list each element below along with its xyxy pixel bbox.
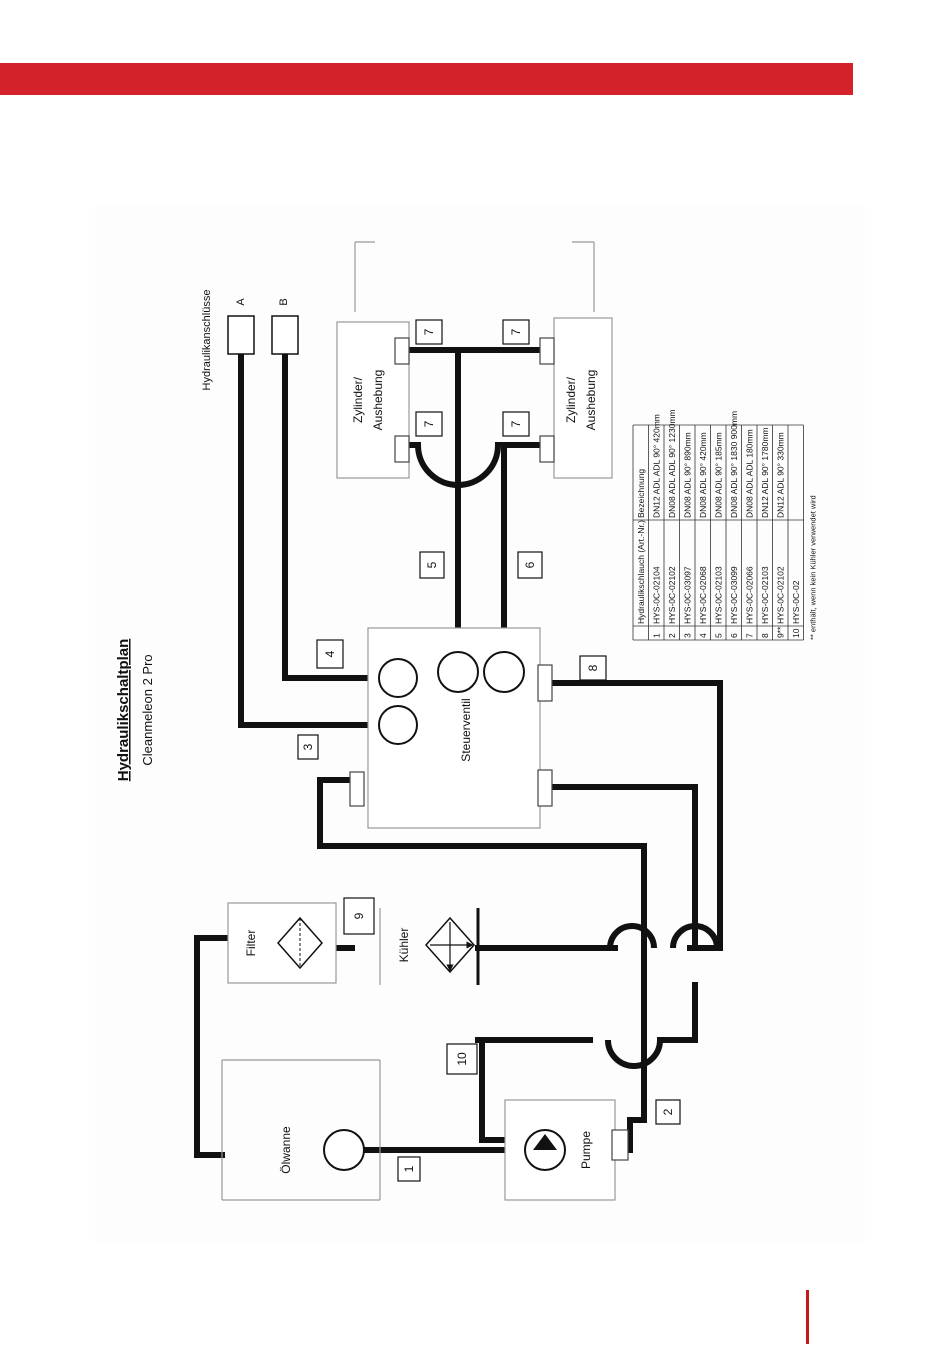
table-cell: HYS-0C-02102 bbox=[776, 566, 786, 624]
table-header-cell: Hydraulikschlauch (Art.-Nr.) bbox=[636, 520, 646, 624]
table-cell: HYS-0C-02066 bbox=[745, 566, 755, 624]
component-zylinder-1: Zylinder/ Aushebung bbox=[336, 241, 410, 479]
table-cell: 3 bbox=[683, 633, 693, 638]
hose-label-7d: 7 bbox=[502, 411, 530, 437]
hose-label-9: 9 bbox=[343, 897, 375, 935]
line-6 bbox=[501, 442, 543, 658]
pumpe-label: Pumpe bbox=[579, 1131, 593, 1169]
table-cell: 10 bbox=[791, 628, 801, 638]
zylinder-1-line2: Aushebung bbox=[371, 370, 385, 431]
table-cell: 5 bbox=[714, 633, 724, 638]
hose-labels: 1 2 3 4 5 6 7 7 7 7 8 9 10 bbox=[297, 319, 681, 1182]
component-pumpe: Pumpe bbox=[504, 1099, 629, 1201]
line-right-down bbox=[657, 982, 698, 1043]
cross-bridge-3 bbox=[605, 1039, 663, 1069]
hose-label-6: 6 bbox=[517, 551, 543, 579]
line-8 bbox=[547, 680, 723, 951]
table-cell: DN12 ADL ADL 90° 420mm bbox=[652, 414, 662, 518]
table-cell: 2 bbox=[667, 633, 677, 638]
hydraulikanschluesse-label: Hydraulikanschlüsse bbox=[201, 290, 213, 391]
svg-text:8: 8 bbox=[586, 664, 600, 671]
table-cell: HYS-0C-02104 bbox=[652, 566, 662, 624]
hose-label-5: 5 bbox=[419, 551, 445, 579]
svg-text:5: 5 bbox=[425, 561, 439, 568]
table-cell: HYS-0C-02 bbox=[791, 580, 801, 624]
hose-label-8: 8 bbox=[579, 655, 607, 681]
svg-text:7: 7 bbox=[422, 420, 436, 427]
hose-table: Hydraulikschlauch (Art.-Nr.) Bezeichnung 1… bbox=[632, 409, 818, 641]
zylinder-2-line1: Zylinder/ bbox=[564, 376, 578, 423]
header-accent-bar bbox=[0, 63, 853, 95]
connection-port-a: A bbox=[227, 298, 255, 355]
svg-text:3: 3 bbox=[301, 743, 315, 750]
svg-text:1: 1 bbox=[402, 1165, 416, 1172]
port-a-label: A bbox=[235, 298, 247, 306]
table-cell: DN08 ADL 90° 890mm bbox=[683, 432, 693, 518]
port-b-label: B bbox=[278, 298, 290, 305]
cylinder-bridge bbox=[414, 441, 502, 488]
steuerventil-label: Steuerventil bbox=[459, 698, 473, 761]
hose-label-7b: 7 bbox=[415, 411, 443, 437]
table-footnote: ** enthält, wenn kein Kühler verwendet w… bbox=[809, 495, 818, 640]
table-cell: HYS-0C-03099 bbox=[729, 566, 739, 624]
table-header-cell: Bezeichnung bbox=[636, 469, 646, 518]
component-kuehler: Kühler bbox=[379, 908, 480, 985]
table-cell: 1 bbox=[652, 633, 662, 638]
filter-label: Filter bbox=[244, 930, 258, 957]
svg-text:9: 9 bbox=[352, 912, 366, 919]
table-cell: HYS-0C-02068 bbox=[698, 566, 708, 624]
table-cell: 7 bbox=[745, 633, 755, 638]
table-cell: DN08 ADL ADL 180mm bbox=[745, 429, 755, 518]
zylinder-2-line2: Aushebung bbox=[584, 370, 598, 431]
hose-label-2: 2 bbox=[655, 1099, 681, 1125]
kuehler-label: Kühler bbox=[397, 928, 411, 963]
line-b bbox=[282, 351, 385, 681]
oelwanne-label: Ölwanne bbox=[279, 1126, 293, 1174]
hose-label-7c: 7 bbox=[502, 319, 530, 345]
table-cell: HYS-0C-03097 bbox=[683, 566, 693, 624]
component-oelwanne: Ölwanne bbox=[221, 1059, 381, 1201]
table-cell: DN08 ADL 90° 420mm bbox=[698, 432, 708, 518]
scheme-title: Hydraulikschaltplan bbox=[115, 639, 132, 782]
table-cell: HYS-0C-02103 bbox=[760, 566, 770, 624]
zylinder-1-line1: Zylinder/ bbox=[351, 376, 365, 423]
table-cell: DN08 ADL ADL 90° 1230mm bbox=[667, 409, 677, 518]
svg-text:7: 7 bbox=[422, 328, 436, 335]
component-steuerventil: Steuerventil bbox=[349, 627, 553, 829]
table-cell: DN08 ADL 90° 1830 900mm bbox=[729, 411, 739, 518]
svg-text:6: 6 bbox=[523, 561, 537, 568]
cross-bridge-2 bbox=[670, 923, 720, 949]
table-cell: DN12 ADL 90° 1780mm bbox=[760, 428, 770, 519]
hose-label-1: 1 bbox=[397, 1156, 421, 1182]
hose-label-4: 4 bbox=[316, 639, 344, 669]
line-10-vertical bbox=[479, 1037, 508, 1143]
svg-text:7: 7 bbox=[509, 420, 523, 427]
table-cell: 9** bbox=[776, 626, 786, 638]
hydraulic-lines bbox=[194, 347, 723, 1158]
table-cell: DN12 ADL 90° 330mm bbox=[776, 432, 786, 518]
table-cell: 8 bbox=[760, 633, 770, 638]
scheme-subtitle: Cleanmeleon 2 Pro bbox=[140, 654, 155, 765]
table-cell: 4 bbox=[698, 633, 708, 638]
hose-label-10: 10 bbox=[446, 1043, 478, 1075]
svg-text:2: 2 bbox=[661, 1108, 675, 1115]
svg-text:7: 7 bbox=[509, 328, 523, 335]
hose-label-3: 3 bbox=[297, 734, 319, 760]
cross-bridge-1 bbox=[607, 923, 657, 949]
svg-text:4: 4 bbox=[323, 650, 337, 657]
table-cell: 6 bbox=[729, 633, 739, 638]
connection-port-b: B bbox=[271, 298, 299, 355]
line-filter-tank bbox=[194, 935, 231, 1158]
table-cell: HYS-0C-02102 bbox=[667, 566, 677, 624]
svg-text:10: 10 bbox=[455, 1052, 469, 1066]
line-a bbox=[238, 351, 385, 728]
hose-label-7a: 7 bbox=[415, 319, 443, 345]
component-filter: Filter bbox=[227, 902, 337, 984]
line-3 bbox=[317, 777, 647, 1153]
component-zylinder-2: Zylinder/ Aushebung bbox=[539, 241, 613, 479]
line-upper-right bbox=[552, 784, 698, 951]
table-cell: DN08 ADL 90° 185mm bbox=[714, 432, 724, 518]
table-cell: HYS-0C-02103 bbox=[714, 566, 724, 624]
